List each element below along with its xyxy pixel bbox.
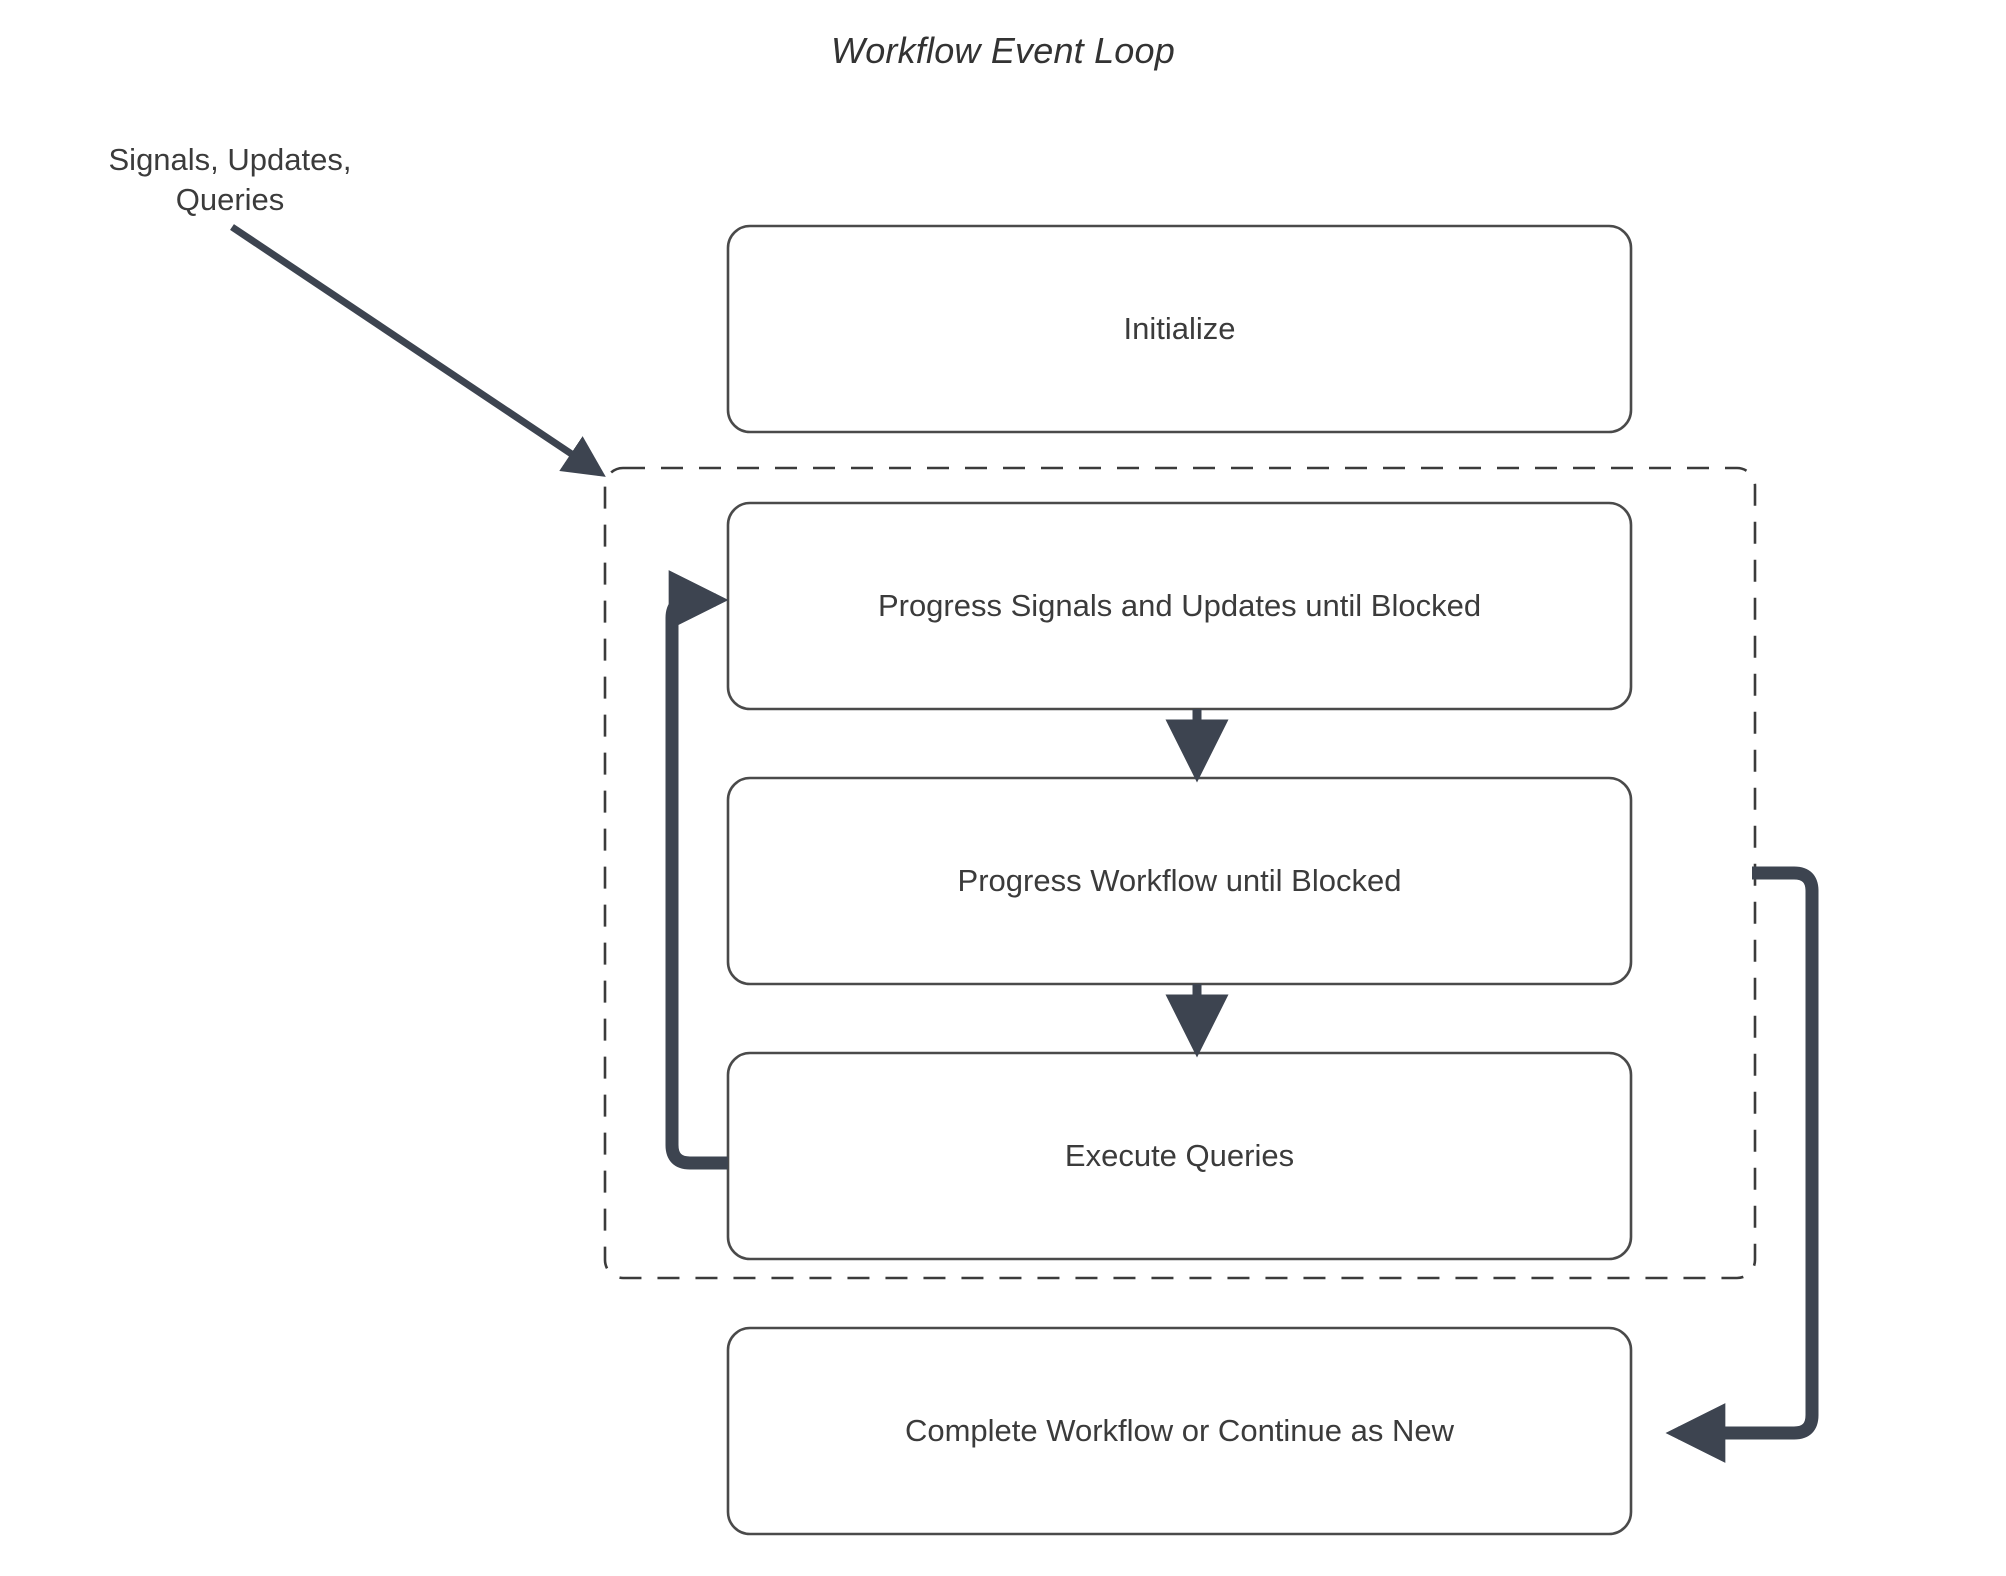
edge-external-input-label: Signals, Updates, Queries	[10, 140, 450, 219]
edge-loop-back-arrow	[665, 570, 729, 1170]
edge-external-input-label-line2: Queries	[175, 181, 285, 217]
diagram-title: Workflow Event Loop	[831, 30, 1175, 71]
edge-exit-to-complete-arrow	[1665, 866, 1819, 1463]
node-progress-workflow[interactable]	[726, 776, 1633, 986]
node-execute-queries[interactable]	[726, 1051, 1633, 1261]
node-complete-workflow[interactable]	[726, 1326, 1633, 1536]
node-initialize[interactable]	[726, 224, 1633, 434]
edge-external-input-label-line1: Signals, Updates,	[108, 142, 352, 177]
edge-external-input-arrow	[230, 224, 606, 477]
node-progress-signals-updates[interactable]	[726, 501, 1633, 711]
